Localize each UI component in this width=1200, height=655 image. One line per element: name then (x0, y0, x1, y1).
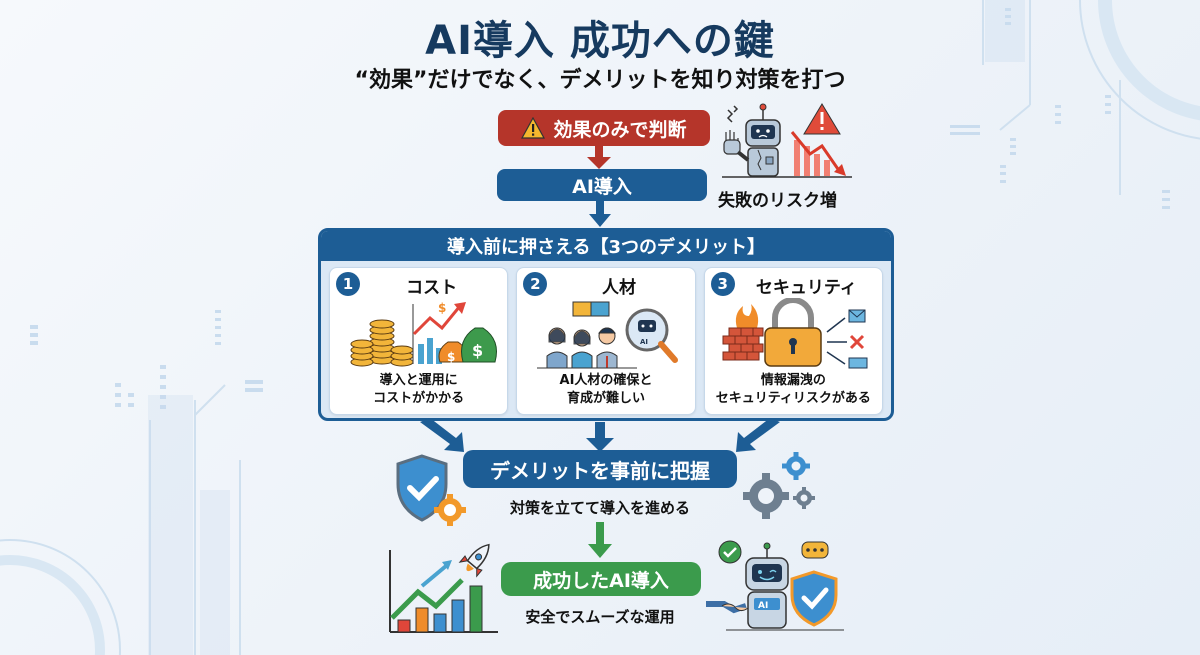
success-step-subtext: 安全でスムーズな運用 (525, 608, 675, 626)
circuit-decoration-left (0, 310, 263, 655)
coins-money-chart-icon: $ $ $ (350, 301, 497, 367)
card-description: 導入と運用に コストがかかる (373, 373, 465, 406)
card-description: AI人材の確保と 育成が難しい (559, 373, 653, 406)
demerit-card-security: 3 セキュリティ (703, 267, 883, 415)
grasp-step-label: デメリットを事前に把握 (490, 458, 710, 483)
ai-step-label: AI導入 (572, 175, 632, 198)
card-number-badge: 1 (336, 272, 360, 296)
page-subtitle: “効果”だけでなく、デメリットを知り対策を打つ (354, 68, 846, 93)
demerit-card-talent: 2 人材 AI AI人材の確保と 育成が難しい (516, 267, 696, 415)
demerits-panel: 導入前に押さえる【3つのデメリット】 1 コスト $ $ (318, 228, 894, 421)
card-number-badge: 2 (523, 272, 548, 296)
svg-text:$: $ (472, 341, 483, 360)
card-number-badge: 3 (710, 272, 735, 296)
fail-risk-label: 失敗のリスク増 (718, 191, 837, 211)
demerits-panel-title: 導入前に押さえる【3つのデメリット】 (321, 231, 891, 261)
shield-check-gear-icon (396, 454, 466, 526)
gears-icon (743, 452, 815, 519)
svg-text:$: $ (447, 350, 455, 364)
card-title: コスト (406, 278, 458, 298)
card-description: 情報漏洩の セキュリティリスクがある (715, 373, 871, 406)
happy-robot-handshake-shield-icon: AI (706, 540, 844, 631)
svg-text:$: $ (438, 301, 446, 315)
growth-chart-rocket-icon (389, 543, 498, 633)
warning-step-label: 効果のみで判断 (553, 118, 687, 141)
arrow-down-icon (588, 522, 612, 558)
firewall-lock-leak-icon (722, 298, 868, 369)
arrow-down-icon (589, 201, 611, 227)
grasp-step-box: デメリットを事前に把握 (463, 450, 737, 488)
people-puzzle-ai-search-icon: AI (537, 301, 679, 369)
svg-text:AI: AI (758, 601, 768, 611)
svg-text:AI: AI (640, 338, 648, 346)
ai-step-box: AI導入 (497, 169, 707, 201)
page-title: AI導入 成功への鍵 (425, 18, 775, 64)
demerit-card-cost: 1 コスト $ $ $ (329, 267, 509, 415)
arrow-down-icon (587, 146, 611, 169)
grasp-step-subtext: 対策を立てて導入を進める (509, 499, 690, 517)
converging-arrows (420, 418, 780, 452)
card-title: 人材 (601, 278, 636, 298)
success-step-box: 成功したAI導入 (501, 562, 701, 596)
warning-step-box: 効果のみで判断 (498, 110, 710, 146)
success-step-label: 成功したAI導入 (533, 569, 669, 592)
card-title: セキュリティ (755, 278, 857, 298)
broken-robot-icon (722, 103, 852, 178)
warning-icon (521, 117, 546, 139)
